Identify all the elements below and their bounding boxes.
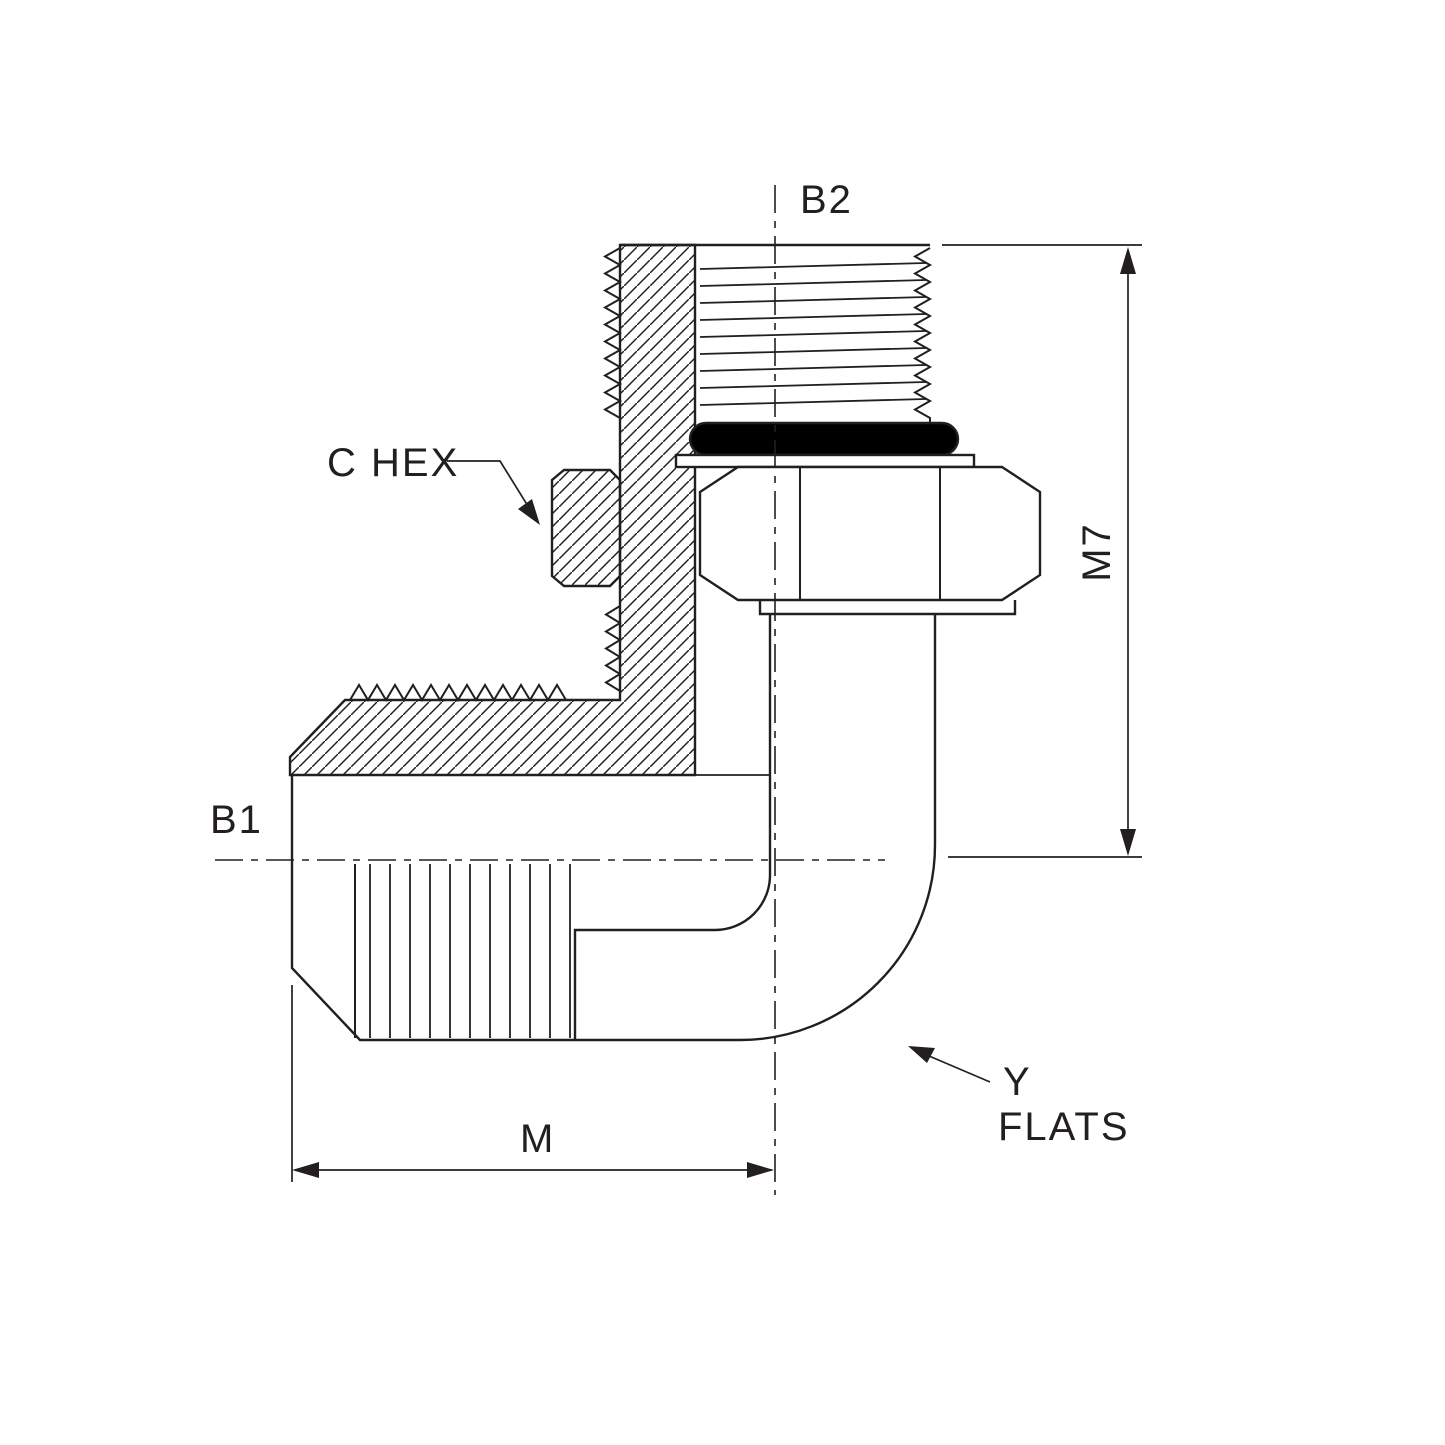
lock-nut-outline xyxy=(698,465,1042,602)
c-hex-leader xyxy=(447,460,537,520)
label-b1: B1 xyxy=(210,798,263,842)
elbow-inner-profile xyxy=(573,614,772,1040)
y-flats-arrow xyxy=(908,1046,935,1063)
m-arrow-right xyxy=(747,1162,774,1178)
m7-arrow-down xyxy=(1120,829,1136,856)
strip-step-threads xyxy=(604,605,622,692)
dimension-m xyxy=(291,985,774,1182)
elbow-outer-profile xyxy=(290,614,937,1042)
callout-y-flats xyxy=(908,1046,991,1083)
m7-arrow-up xyxy=(1120,247,1136,274)
top-port-left-threads xyxy=(602,247,623,419)
side-port-thread-lines xyxy=(369,864,571,1038)
callout-c-hex xyxy=(447,460,540,525)
sectioned-body-hatch xyxy=(288,243,697,777)
top-port-thread-lines xyxy=(699,262,927,406)
backup-washer xyxy=(674,453,976,469)
section-hatching xyxy=(288,243,697,777)
o-ring-seal xyxy=(688,421,960,457)
lock-nut-facets xyxy=(799,467,941,600)
lock-nut xyxy=(698,465,1042,616)
side-port-top-threads xyxy=(349,683,567,702)
label-flats: FLATS xyxy=(998,1105,1130,1149)
centerlines xyxy=(215,185,885,1195)
label-m7: M7 xyxy=(1075,522,1119,582)
label-c-hex: C HEX xyxy=(327,441,459,485)
top-port-right-threads xyxy=(912,247,933,424)
dimension-m7 xyxy=(942,244,1142,858)
drawing-art xyxy=(215,185,1142,1195)
nut-collar xyxy=(758,600,1017,616)
label-b2: B2 xyxy=(800,178,853,222)
sectioned-hex-hatch xyxy=(550,468,622,588)
side-port xyxy=(349,683,571,1038)
elbow-body xyxy=(290,614,937,1042)
drawing-labels: B2 B1 C HEX M7 M Y FLATS xyxy=(210,178,1130,1161)
c-hex-arrow xyxy=(518,499,540,525)
label-y: Y xyxy=(1003,1060,1032,1104)
m-arrow-left xyxy=(292,1162,319,1178)
label-m: M xyxy=(520,1117,555,1161)
